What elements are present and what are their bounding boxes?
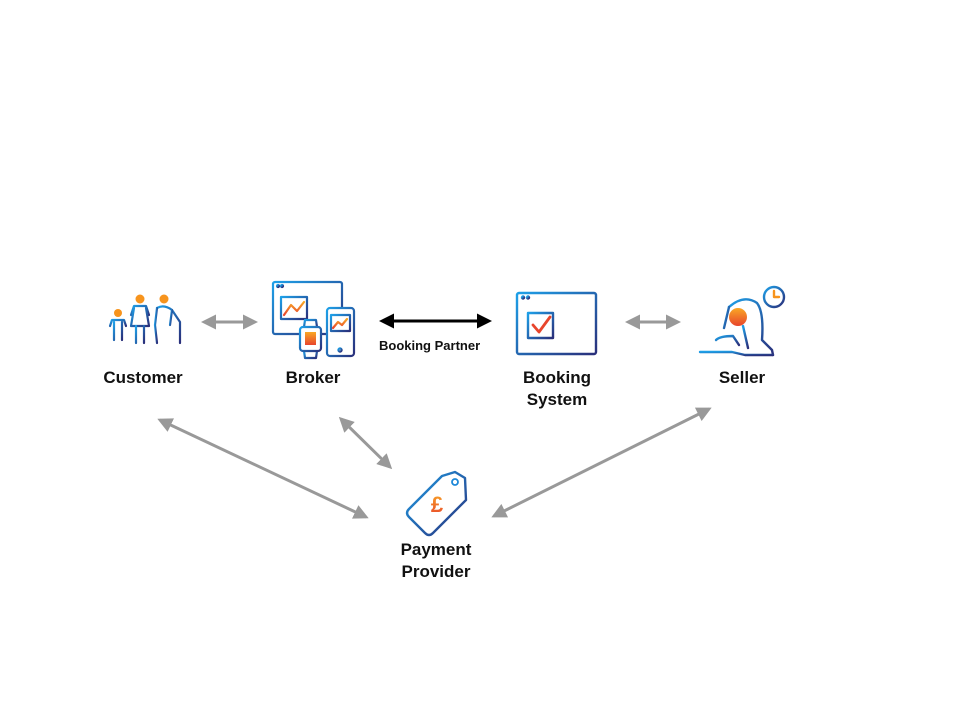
multi-device-icon <box>271 280 356 360</box>
arrow-broker-payment-provider <box>338 416 393 470</box>
broker-label: Broker <box>263 367 363 389</box>
booking-system-label: Booking System <box>507 367 607 411</box>
seller-label: Seller <box>692 367 792 389</box>
seller-label-line: Seller <box>718 368 766 387</box>
payment-provider-label-line-1: Payment <box>400 540 472 559</box>
svg-text:£: £ <box>431 492 444 517</box>
customer-label-line: Customer <box>103 368 183 387</box>
broker-label-line: Broker <box>285 368 341 387</box>
payment-provider-label-line-2: Provider <box>401 562 471 581</box>
booking-system-label-line-2: System <box>526 390 588 409</box>
arrow-seller-payment-provider <box>491 407 712 518</box>
arrow-customer-payment-provider <box>157 418 369 519</box>
booking-partner-label: Booking Partner <box>379 338 481 353</box>
family-icon <box>108 294 182 345</box>
booking-system-label-line-1: Booking <box>523 368 591 387</box>
customer-label: Customer <box>93 367 193 389</box>
yoga-pose-clock-icon <box>698 285 786 357</box>
pound-price-tag-icon: £ <box>405 470 468 537</box>
payment-provider-label: Payment Provider <box>386 539 486 583</box>
browser-checklist-icon <box>515 291 598 356</box>
